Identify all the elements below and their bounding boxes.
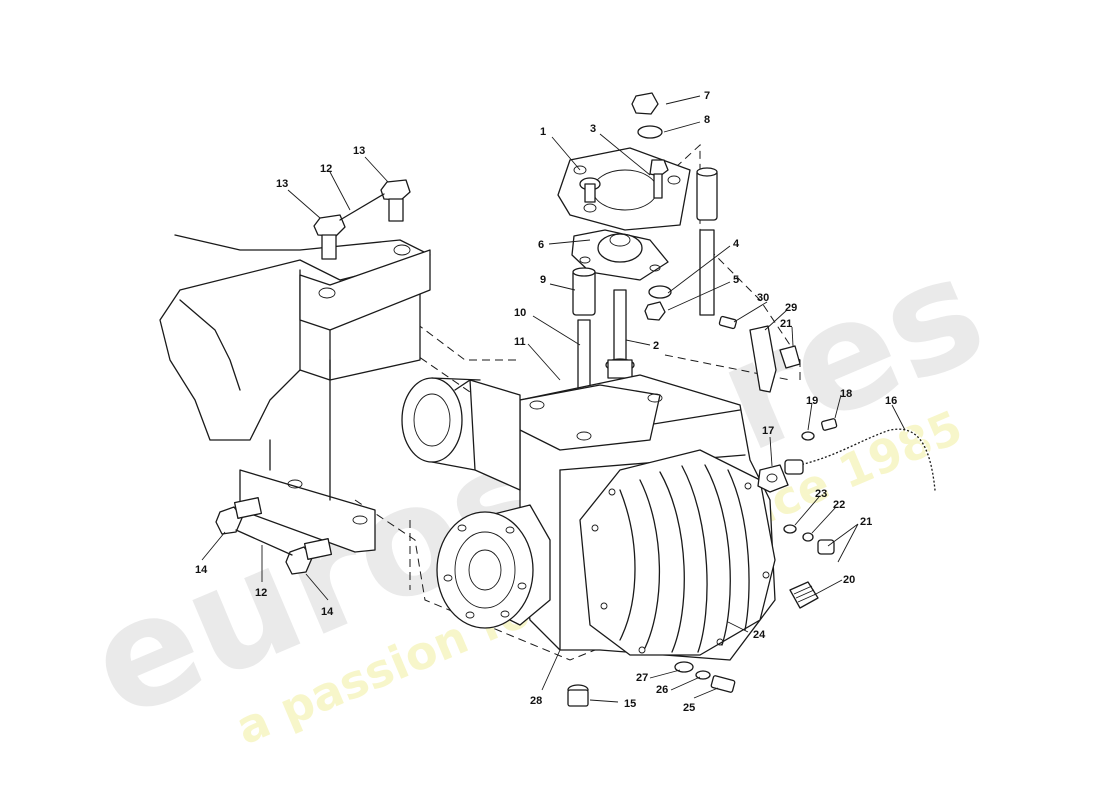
callout-8: 8 [704,114,710,126]
callout-21a: 21 [780,318,792,330]
callout-2: 2 [653,340,659,352]
callout-29: 29 [785,302,797,314]
callout-labels: 1 2 3 4 5 6 7 8 9 10 11 12 12 13 13 14 1… [195,90,897,714]
callout-15: 15 [624,698,636,710]
callout-12a: 12 [320,163,332,175]
mount-plate [557,147,691,231]
callout-7: 7 [704,90,710,102]
callout-13b: 13 [276,178,288,190]
callout-22: 22 [833,499,845,511]
callout-17: 17 [762,425,774,437]
callout-21b: 21 [860,516,872,528]
callout-9: 9 [540,274,546,286]
upper-bracket-bolts [313,179,411,260]
callout-13a: 13 [353,145,365,157]
callout-20: 20 [843,574,855,586]
callout-23: 23 [815,488,827,500]
callout-10: 10 [514,307,526,319]
callout-14b: 14 [321,606,334,618]
callout-25: 25 [683,702,695,714]
callout-28: 28 [530,695,542,707]
leader-lines [201,95,906,703]
input-flange [401,377,521,491]
finned-cover [579,449,776,656]
callout-27: 27 [636,672,648,684]
callout-30: 30 [757,292,769,304]
callout-26: 26 [656,684,668,696]
callout-16: 16 [885,395,897,407]
callout-12b: 12 [255,587,267,599]
callout-5: 5 [733,274,739,286]
callout-6: 6 [538,239,544,251]
mounting-bracket [159,234,431,553]
callout-24: 24 [753,629,766,641]
callout-4: 4 [733,238,740,250]
right-hardware [567,315,838,707]
callout-3: 3 [590,123,596,135]
callout-14a: 14 [195,564,208,576]
rubber-mount [571,229,669,281]
callout-19: 19 [806,395,818,407]
callout-11: 11 [514,336,526,348]
callout-18: 18 [840,388,852,400]
lower-bracket-bolts [215,497,333,575]
output-flange [436,504,551,629]
breather-hose [757,427,937,493]
callout-1: 1 [540,126,546,138]
